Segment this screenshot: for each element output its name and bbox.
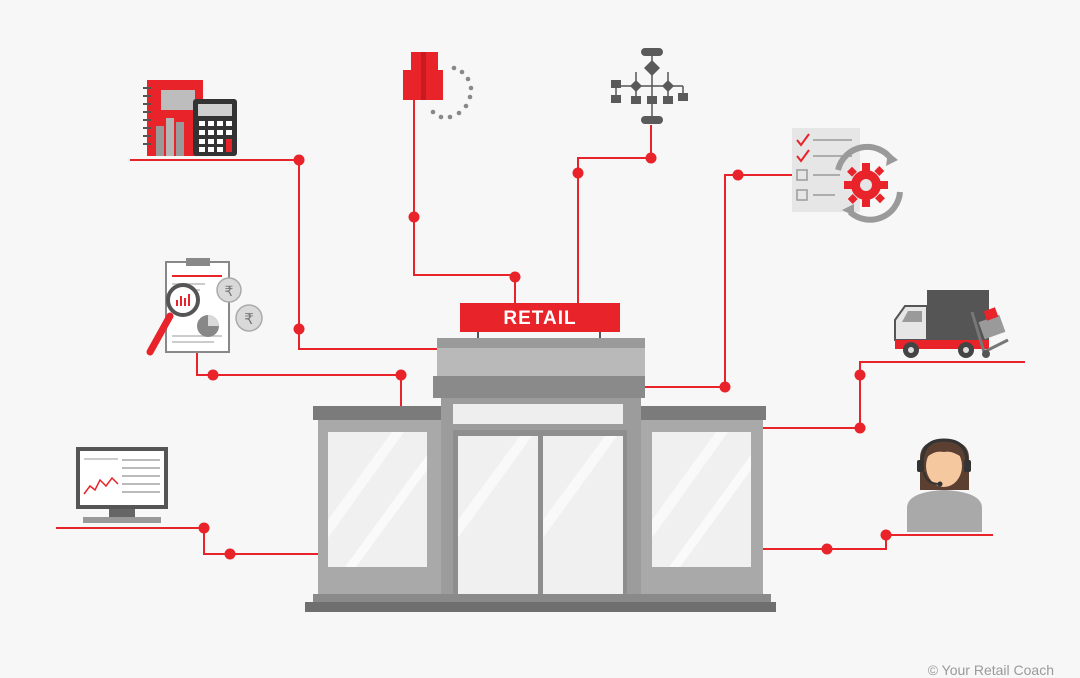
headset-agent-icon <box>907 440 982 532</box>
right-window <box>652 432 751 567</box>
entrance-doors <box>453 430 627 594</box>
connector-logistics <box>763 362 1025 428</box>
node <box>881 530 892 541</box>
logistics-module <box>895 290 1008 358</box>
node <box>855 423 866 434</box>
svg-text:₹: ₹ <box>244 310 254 328</box>
node <box>720 382 731 393</box>
checklist-settings-module <box>792 128 900 220</box>
node <box>294 324 305 335</box>
connector-process-flow <box>578 125 651 303</box>
monitor-icon <box>76 447 168 523</box>
connector-financial <box>197 352 401 406</box>
box-icon <box>403 52 443 100</box>
node <box>510 272 521 283</box>
retail-sign: RETAIL <box>460 303 620 338</box>
retail-sign-text: RETAIL <box>503 308 576 329</box>
node <box>396 370 407 381</box>
connector-checklist <box>645 175 792 387</box>
node <box>573 168 584 179</box>
node <box>855 370 866 381</box>
connector-pos <box>56 528 318 554</box>
node <box>199 523 210 534</box>
copyright-text: © Your Retail Coach <box>928 662 1054 678</box>
connector-support <box>763 535 993 549</box>
node <box>822 544 833 555</box>
node <box>646 153 657 164</box>
connector-inventory <box>414 100 515 303</box>
node <box>208 370 219 381</box>
svg-text:₹: ₹ <box>225 284 234 300</box>
node <box>225 549 236 560</box>
accounting-module <box>143 80 237 156</box>
node <box>294 155 305 166</box>
flowchart-icon <box>611 48 688 124</box>
financial-analysis-module: ₹ ₹ <box>150 258 262 352</box>
calculator-icon <box>193 99 237 156</box>
gear-icon <box>838 147 900 220</box>
node <box>409 212 420 223</box>
node <box>733 170 744 181</box>
left-window <box>328 432 427 567</box>
store-building <box>305 338 776 612</box>
